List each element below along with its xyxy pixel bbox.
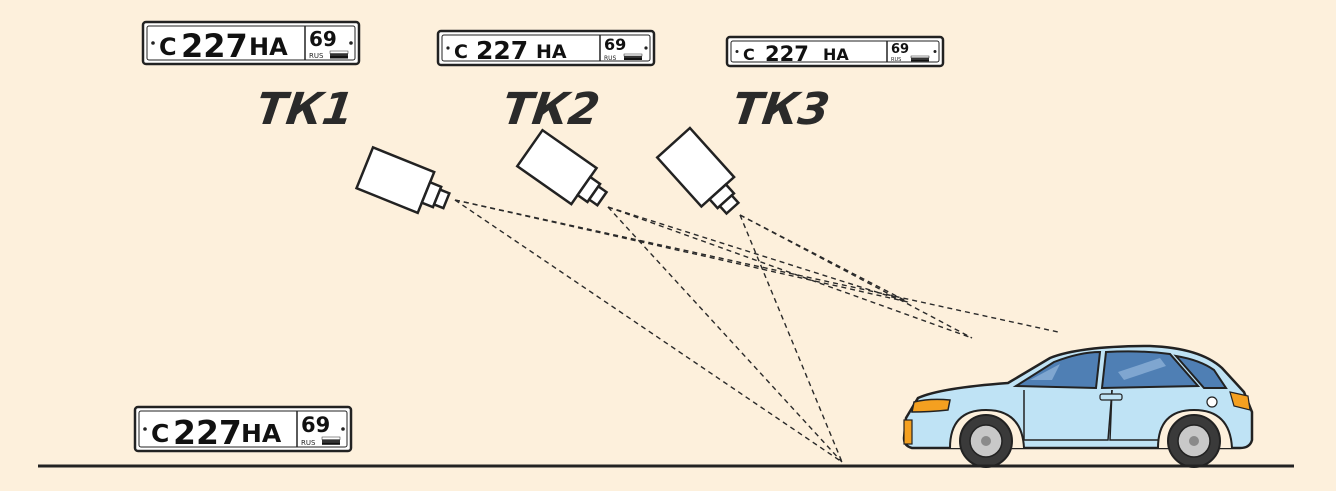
sight-line [454,199,843,463]
sight-line [454,199,1059,333]
camera-label-tk1: ТК1 [253,84,357,135]
plate-number: 227 [173,413,242,452]
flag-icon [623,53,643,60]
plate-series: С [159,33,177,61]
sight-line [739,214,843,463]
camera-label-tk2: ТК2 [499,84,603,135]
plate-letters: НА [536,41,567,63]
plate-number: 227 [181,27,248,65]
license-plate-1: С 227 НА 69 RUS [141,20,361,66]
plate-letters: НА [249,33,288,61]
camera-label-tk3: ТК3 [729,84,833,135]
plate-country: RUS [891,57,901,63]
plate-region: 69 [309,27,337,51]
flag-icon [321,436,341,445]
license-plate-4: С 227 НА 69 RUS [133,405,353,453]
sight-line [607,206,843,463]
plate-region: 69 [891,42,909,57]
plate-country: RUS [309,52,324,60]
wheel-icon [959,414,1013,468]
camera-icon-tk3 [655,126,741,216]
sight-line [739,214,973,339]
plate-region: 69 [604,35,626,54]
plate-number: 227 [765,42,809,66]
flag-icon [329,50,349,59]
plate-letters: НА [823,45,849,64]
plate-country: RUS [301,439,316,447]
sight-line [607,206,909,303]
camera-icon-tk2 [515,128,609,207]
camera-icon-tk1 [354,145,451,215]
plate-country: RUS [604,55,617,62]
plate-number: 227 [476,36,528,65]
license-plate-3: С 227 НА 69 RUS [725,35,945,68]
plate-series: С [743,45,755,64]
plate-letters: НА [241,419,282,448]
wheel-icon [1167,414,1221,468]
sight-line [607,206,973,339]
plate-series: С [454,41,468,63]
plate-region: 69 [301,413,330,437]
flag-icon [910,55,930,62]
car-icon [902,344,1254,468]
license-plate-2: С 227 НА 69 RUS [436,29,656,67]
sight-lines [454,199,1059,463]
plate-series: С [151,419,169,448]
